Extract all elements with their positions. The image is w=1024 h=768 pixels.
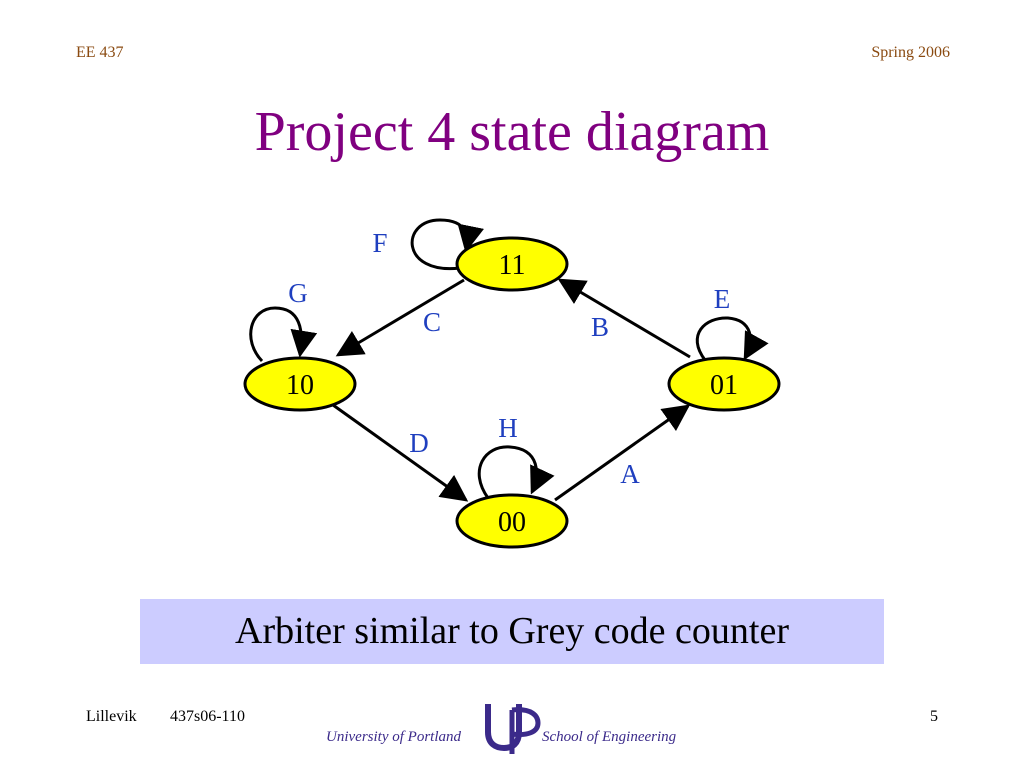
university-name: University of Portland [326,729,461,745]
state-label-11: 11 [499,250,526,281]
state-label-01: 01 [710,370,738,401]
transition-arrow-D [332,403,469,502]
page-number: 5 [930,708,938,725]
transition-arrow-C [335,278,465,357]
term: Spring 2006 [871,44,950,61]
state-diagram: 11 10 01 00 A B C D E F G H [243,218,781,549]
transition-label-A: A [620,459,640,489]
state-10 [243,356,357,412]
self-loop-G [249,306,318,363]
self-loop-E [695,316,769,361]
up-logo-mark [485,704,541,754]
state-01 [667,356,781,412]
note-box: Arbiter similar to Grey code counter [140,599,884,664]
transition-arrow-A [554,404,691,502]
footer-code: 437s06-110 [170,708,245,725]
transition-label-E: E [714,284,731,314]
state-label-00: 00 [498,507,526,538]
state-00 [455,493,569,549]
transition-label-D: D [409,428,429,458]
transition-label-G: G [288,278,308,308]
course-code: EE 437 [76,44,124,61]
transition-label-H: H [498,413,518,443]
transition-label-F: F [372,228,387,258]
transition-label-C: C [423,307,441,337]
footer-author: Lillevik [86,708,137,725]
school-name: School of Engineering [542,729,677,745]
self-loop-H [477,445,555,499]
state-label-10: 10 [286,370,314,401]
slide-title: Project 4 state diagram [254,101,770,163]
transition-label-B: B [591,312,609,342]
transition-arrow-B [557,278,691,359]
university-logo: University of Portland School of Enginee… [326,704,677,754]
self-loop-F [410,218,484,271]
state-11 [455,236,569,292]
